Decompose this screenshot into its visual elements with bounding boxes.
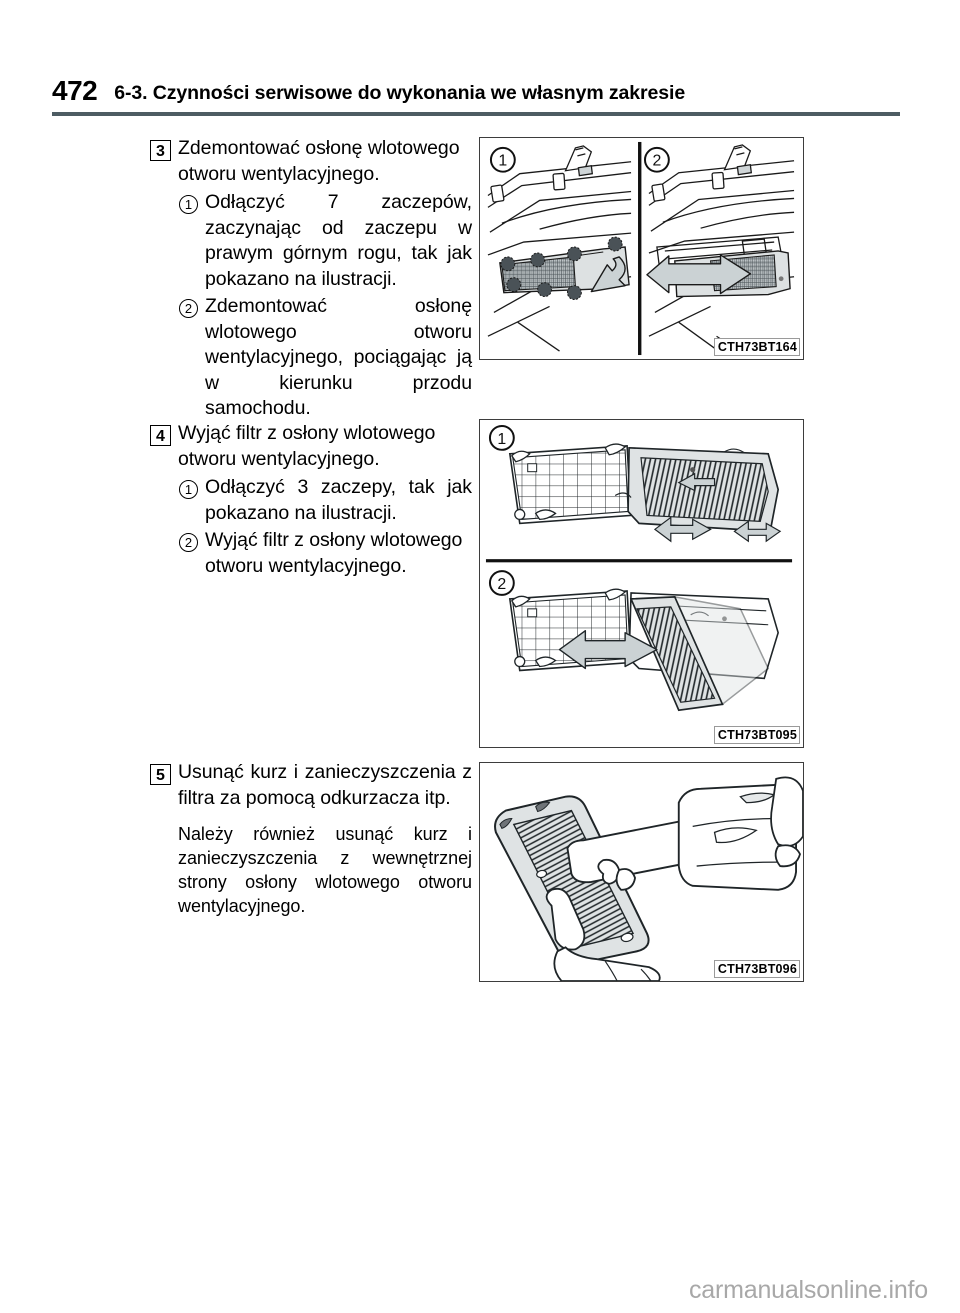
- substep-text: Odłączyć 7 zaczepów, zaczynając od zacze…: [205, 191, 472, 290]
- step-text: Wyjąć filtr z osłony wlotowego otworu we…: [178, 422, 436, 470]
- svg-text:1: 1: [498, 153, 507, 170]
- step-block-3: 3 Zdemontować osłonę wlotowego otworu we…: [150, 136, 472, 424]
- page-header: 472 6-3. Czynności serwisowe do wykonani…: [52, 60, 900, 105]
- substep-item: 1 Odłączyć 7 zaczepów, zaczynając od zac…: [179, 190, 472, 292]
- step-number-badge: 5: [150, 764, 171, 785]
- step-5: 5 Usunąć kurz i zanieczyszczenia z filtr…: [150, 760, 472, 918]
- step-block-4: 4 Wyjąć filtr z osłony wlotowego otworu …: [150, 421, 472, 581]
- svg-text:2: 2: [497, 576, 506, 593]
- page-title: 6-3. Czynności serwisowe do wykonania we…: [114, 81, 686, 104]
- figure-vacuum-filter: CTH73BT096: [479, 762, 804, 982]
- step-number-badge: 3: [150, 140, 171, 161]
- figure-filter-release: 1: [479, 419, 804, 748]
- substep-marker-circle: 1: [179, 195, 198, 214]
- site-watermark: carmanualsonline.info: [688, 1276, 928, 1304]
- figure-vacuum-filter-graphic: [480, 763, 803, 981]
- step-3: 3 Zdemontować osłonę wlotowego otworu we…: [150, 136, 472, 422]
- step-note: Należy również usunąć kurz i zanieczyszc…: [178, 824, 472, 916]
- substep-marker-circle: 2: [179, 299, 198, 318]
- header-divider: [52, 112, 900, 116]
- substep-text: Wyjąć filtr z osłony wlotowego otworu we…: [205, 529, 463, 577]
- figure-code-label: CTH73BT164: [713, 338, 800, 356]
- substep-item: 2 Wyjąć filtr z osłony wlotowego otworu …: [179, 528, 472, 579]
- page-number: 472: [52, 75, 98, 106]
- substep-item: 2 Zdemontować osłonę wlotowego otworu we…: [179, 294, 472, 422]
- figure-vent-cover-removal: 1: [479, 137, 804, 360]
- substep-text: Zdemontować osłonę wlotowego otworu went…: [205, 295, 472, 419]
- substep-list: 1 Odłączyć 3 zaczepy, tak jak pokazano n…: [150, 475, 472, 579]
- step-number-badge: 4: [150, 425, 171, 446]
- step-text: Usunąć kurz i zanieczyszczenia z filtra …: [178, 761, 472, 809]
- step-4: 4 Wyjąć filtr z osłony wlotowego otworu …: [150, 421, 472, 579]
- figure-filter-release-graphic: 1: [480, 420, 803, 747]
- figure-vent-cover-removal-graphic: 1: [480, 138, 803, 359]
- figure-code-label: CTH73BT095: [713, 726, 800, 744]
- figure-code-label: CTH73BT096: [713, 960, 800, 978]
- substep-marker-circle: 2: [179, 533, 198, 552]
- substep-item: 1 Odłączyć 3 zaczepy, tak jak pokazano n…: [179, 475, 472, 526]
- svg-text:2: 2: [652, 153, 661, 170]
- step-block-5: 5 Usunąć kurz i zanieczyszczenia z filtr…: [150, 760, 472, 918]
- svg-text:1: 1: [497, 431, 506, 448]
- substep-list: 1 Odłączyć 7 zaczepów, zaczynając od zac…: [150, 190, 472, 422]
- substep-marker-circle: 1: [179, 480, 198, 499]
- step-text: Zdemontować osłonę wlotowego otworu went…: [178, 137, 460, 185]
- substep-text: Odłączyć 3 zaczepy, tak jak pokazano na …: [205, 476, 472, 524]
